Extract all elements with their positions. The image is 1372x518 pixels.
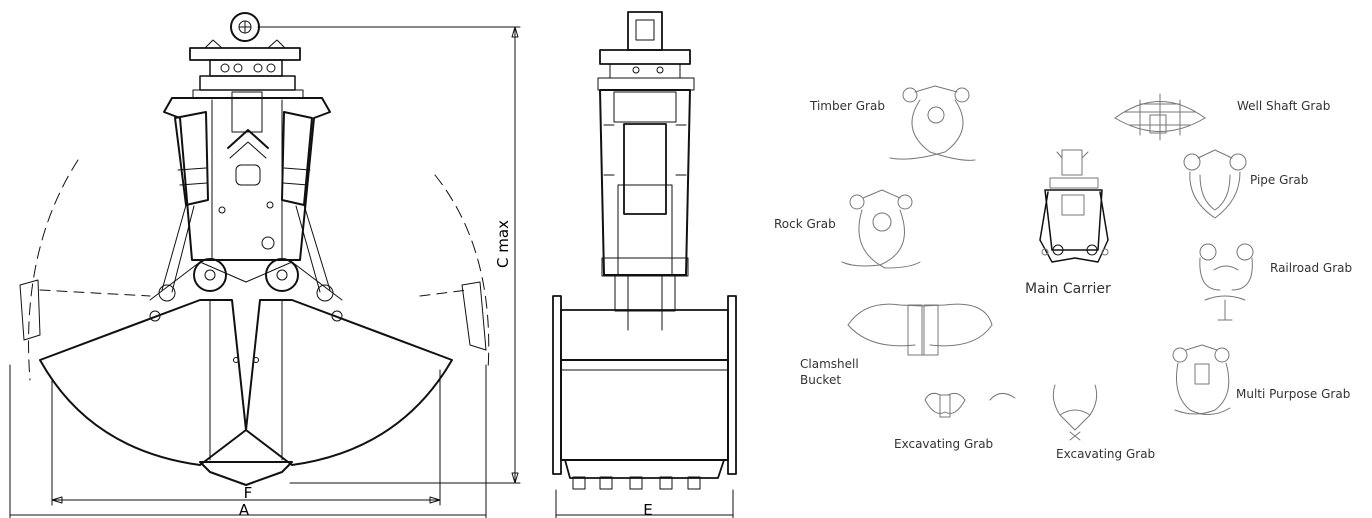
dimension-c-max-label: C max bbox=[494, 220, 512, 268]
front-view-grab bbox=[9, 12, 521, 518]
main-carrier-label: Main Carrier bbox=[1025, 281, 1111, 297]
pipe-grab-label: Pipe Grab bbox=[1250, 173, 1308, 187]
timber-grab-label: Timber Grab bbox=[809, 99, 885, 113]
dimension-f-label: F bbox=[244, 484, 253, 502]
multi-purpose-grab-icon bbox=[1172, 344, 1231, 415]
rock-grab-icon bbox=[841, 189, 921, 269]
clamshell-bucket-label-line1: Clamshell bbox=[800, 357, 859, 371]
rock-grab-label: Rock Grab bbox=[774, 217, 836, 231]
timber-grab-icon bbox=[889, 85, 976, 161]
pipe-grab-icon bbox=[1183, 149, 1247, 219]
excavating-grab-left-icon bbox=[924, 392, 1016, 418]
railroad-grab-icon bbox=[1199, 243, 1254, 321]
main-carrier-icon bbox=[1039, 149, 1109, 263]
excavating-grab-left-label: Excavating Grab bbox=[894, 437, 993, 451]
excavating-grab-right-icon bbox=[1052, 384, 1098, 441]
clamshell-bucket-icon bbox=[847, 303, 993, 356]
well-shaft-grab-icon bbox=[1114, 93, 1206, 141]
well-shaft-grab-label: Well Shaft Grab bbox=[1237, 99, 1330, 113]
dimension-e-label: E bbox=[643, 501, 652, 518]
side-view-grab bbox=[552, 11, 737, 518]
multi-purpose-grab-label: Multi Purpose Grab bbox=[1236, 387, 1350, 401]
excavating-grab-right-label: Excavating Grab bbox=[1056, 447, 1155, 461]
dimension-a-label: A bbox=[239, 501, 250, 518]
railroad-grab-label: Railroad Grab bbox=[1270, 261, 1352, 275]
clamshell-bucket-label-line2: Bucket bbox=[800, 373, 841, 387]
